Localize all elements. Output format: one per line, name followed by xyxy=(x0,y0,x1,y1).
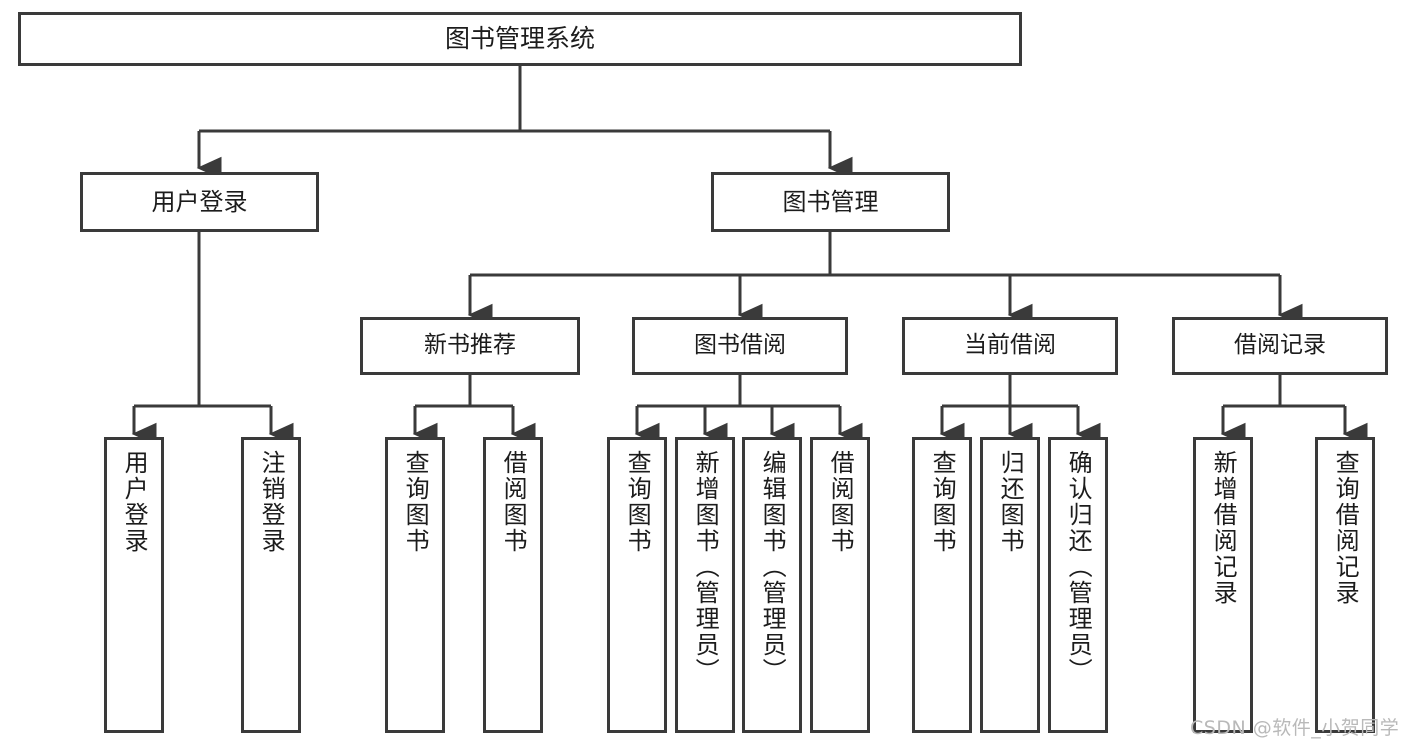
leaf-book-borrow-query[interactable]: 查询图书 xyxy=(607,437,667,733)
leaf-label: 确认归还（管理员） xyxy=(1064,450,1093,684)
node-new-book-recommend[interactable]: 新书推荐 xyxy=(360,317,580,375)
leaf-book-borrow-add[interactable]: 新增图书（管理员） xyxy=(675,437,735,733)
node-book-borrow[interactable]: 图书借阅 xyxy=(632,317,848,375)
node-book-management[interactable]: 图书管理 xyxy=(711,172,950,232)
leaf-book-borrow-borrow[interactable]: 借阅图书 xyxy=(810,437,870,733)
leaf-label: 查询借阅记录 xyxy=(1331,450,1360,606)
leaf-borrow-record-query[interactable]: 查询借阅记录 xyxy=(1315,437,1375,733)
leaf-label: 归还图书 xyxy=(996,450,1025,554)
node-book-borrow-label: 图书借阅 xyxy=(694,332,786,359)
leaf-new-book-borrow[interactable]: 借阅图书 xyxy=(483,437,543,733)
node-current-borrow-label: 当前借阅 xyxy=(964,332,1056,359)
leaf-label: 用户登录 xyxy=(120,450,149,554)
leaf-label: 编辑图书（管理员） xyxy=(758,450,787,684)
node-user-login[interactable]: 用户登录 xyxy=(80,172,319,232)
leaf-current-borrow-return[interactable]: 归还图书 xyxy=(980,437,1040,733)
node-new-book-recommend-label: 新书推荐 xyxy=(424,332,516,359)
leaf-label: 借阅图书 xyxy=(826,450,855,554)
leaf-book-borrow-edit[interactable]: 编辑图书（管理员） xyxy=(742,437,802,733)
leaf-borrow-record-add[interactable]: 新增借阅记录 xyxy=(1193,437,1253,733)
leaf-label: 新增图书（管理员） xyxy=(691,450,720,684)
leaf-label: 新增借阅记录 xyxy=(1209,450,1238,606)
leaf-label: 注销登录 xyxy=(257,450,286,554)
leaf-label: 查询图书 xyxy=(623,450,652,554)
leaf-label: 借阅图书 xyxy=(499,450,528,554)
node-borrow-record-label: 借阅记录 xyxy=(1234,332,1326,359)
leaf-current-borrow-query[interactable]: 查询图书 xyxy=(912,437,972,733)
leaf-current-borrow-confirm-return[interactable]: 确认归还（管理员） xyxy=(1048,437,1108,733)
node-current-borrow[interactable]: 当前借阅 xyxy=(902,317,1118,375)
leaf-new-book-query[interactable]: 查询图书 xyxy=(385,437,445,733)
leaf-label: 查询图书 xyxy=(928,450,957,554)
csdn-watermark: CSDN @软件_小贺同学 xyxy=(1190,717,1400,739)
node-borrow-record[interactable]: 借阅记录 xyxy=(1172,317,1388,375)
leaf-user-login-logout[interactable]: 注销登录 xyxy=(241,437,301,733)
node-root-library-system[interactable]: 图书管理系统 xyxy=(18,12,1022,66)
node-book-management-label: 图书管理 xyxy=(782,187,879,216)
leaf-user-login-login[interactable]: 用户登录 xyxy=(104,437,164,733)
node-user-login-label: 用户登录 xyxy=(151,187,248,216)
leaf-label: 查询图书 xyxy=(401,450,430,554)
node-root-label: 图书管理系统 xyxy=(444,24,595,54)
